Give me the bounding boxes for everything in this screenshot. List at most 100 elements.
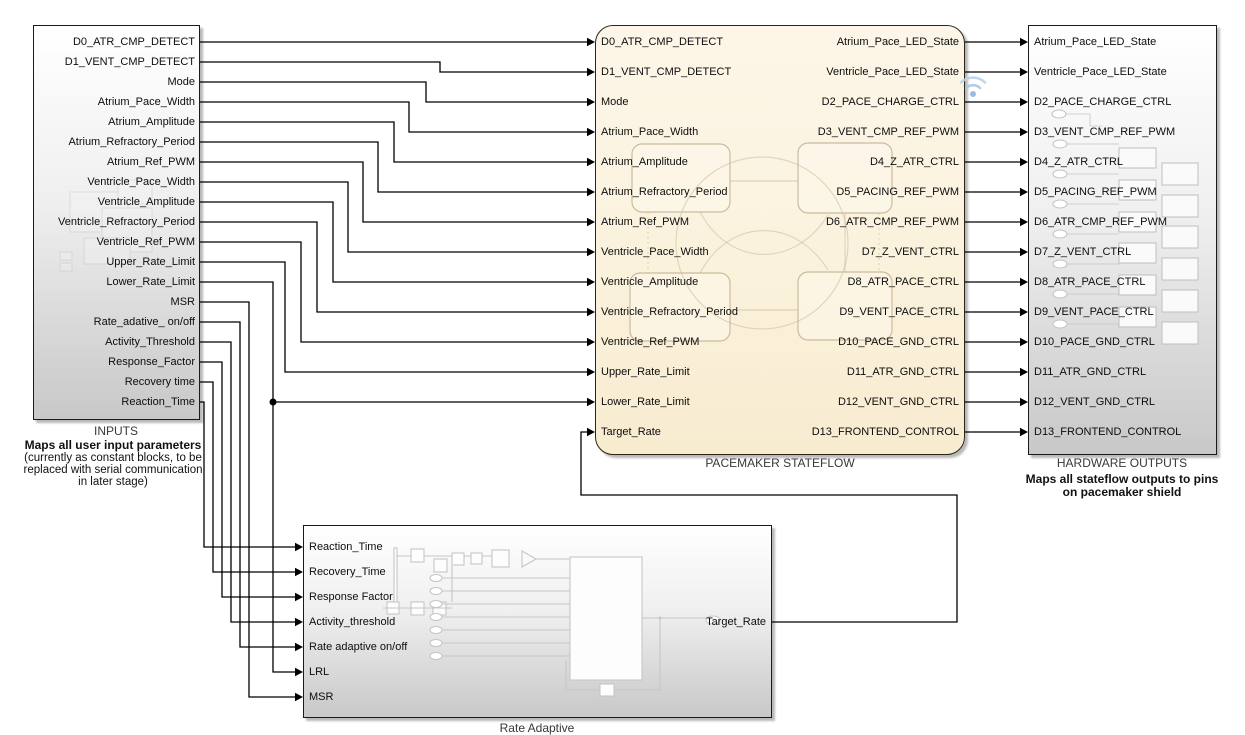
inputs-subsystem-block[interactable] <box>33 25 200 420</box>
signal-wire[interactable] <box>200 61 595 77</box>
rate-adaptive-in-port-label: Recovery_Time <box>309 566 386 578</box>
signal-wire[interactable] <box>200 181 595 257</box>
stateflow-out-port-label: D4_Z_ATR_CTRL <box>869 156 959 168</box>
signal-wire[interactable] <box>965 307 1028 317</box>
signal-wire[interactable] <box>200 361 303 602</box>
pacemaker-stateflow-chart-block[interactable] <box>595 25 965 455</box>
stateflow-out-port-label: Atrium_Pace_LED_State <box>836 36 959 48</box>
wire-arrowhead <box>1020 37 1028 47</box>
stateflow-block-caption[interactable]: PACEMAKER STATEFLOW <box>705 456 855 470</box>
wire-arrowhead <box>295 542 303 552</box>
inputs-annotation-line: (currently as constant blocks, to be <box>24 452 202 464</box>
signal-wire[interactable] <box>965 217 1028 227</box>
stateflow-out-port-label: D11_ATR_GND_CTRL <box>846 366 959 378</box>
signal-wire[interactable] <box>200 141 595 197</box>
stateflow-out-port-label: D5_PACING_REF_PWM <box>836 186 959 198</box>
signal-wire[interactable] <box>965 187 1028 197</box>
signal-wire-target-rate[interactable] <box>580 427 958 623</box>
signal-wire[interactable] <box>965 337 1028 347</box>
stateflow-in-port-label: Mode <box>601 96 629 108</box>
rate-adaptive-block-caption[interactable]: Rate Adaptive <box>499 721 575 735</box>
signal-wire[interactable] <box>965 427 1028 437</box>
hardware-block-caption[interactable]: HARDWARE OUTPUTS <box>1056 456 1188 470</box>
signal-wire[interactable] <box>200 201 595 287</box>
signal-wire[interactable] <box>965 397 1028 407</box>
signal-wire[interactable] <box>200 161 595 227</box>
wire-arrowhead <box>587 37 595 47</box>
signal-wire[interactable] <box>200 401 303 552</box>
signal-logging-wifi-icon[interactable] <box>959 76 987 97</box>
signal-wire[interactable] <box>200 121 595 167</box>
signal-wire[interactable] <box>200 81 595 107</box>
inputs-out-port-label: Activity_Threshold <box>105 336 195 348</box>
rate-adaptive-in-port-label: Reaction_Time <box>309 541 383 553</box>
hardware-in-port-label: D11_ATR_GND_CTRL <box>1034 366 1147 378</box>
hardware-in-port-label: D12_VENT_GND_CTRL <box>1034 396 1156 408</box>
wire-arrowhead <box>295 567 303 577</box>
inputs-block-caption[interactable]: INPUTS <box>93 424 139 438</box>
wire-arrowhead <box>587 397 595 407</box>
signal-wire[interactable] <box>200 381 303 577</box>
signal-wire-lower-rate-limit[interactable] <box>200 281 595 677</box>
wire-arrowhead <box>587 307 595 317</box>
stateflow-in-port-label: Atrium_Amplitude <box>601 156 688 168</box>
wire-arrowhead <box>1020 277 1028 287</box>
wire-arrowhead <box>587 67 595 77</box>
hardware-annotation-line: Maps all stateflow outputs to pins <box>1025 472 1219 486</box>
rate-adaptive-out-port-label: Target_Rate <box>706 616 766 628</box>
wire-arrowhead <box>295 692 303 702</box>
wire-arrowhead <box>587 367 595 377</box>
hardware-in-port-label: Ventricle_Pace_LED_State <box>1034 66 1167 78</box>
signal-wire[interactable] <box>200 221 595 317</box>
inputs-out-port-label: Upper_Rate_Limit <box>106 256 195 268</box>
inputs-annotation-line: replaced with serial communication <box>23 464 203 476</box>
signal-wire[interactable] <box>965 127 1028 137</box>
signal-wire[interactable] <box>965 157 1028 167</box>
stateflow-out-port-label: D3_VENT_CMP_REF_PWM <box>817 126 959 138</box>
wire-arrowhead <box>295 642 303 652</box>
wire-arrowhead <box>1020 397 1028 407</box>
hardware-in-port-label: D13_FRONTEND_CONTROL <box>1034 426 1182 438</box>
signal-wire[interactable] <box>200 241 595 347</box>
signal-wire[interactable] <box>965 37 1028 47</box>
inputs-out-port-label: Recovery time <box>124 376 195 388</box>
inputs-out-port-label: Ventricle_Refractory_Period <box>58 216 195 228</box>
wire-arrowhead <box>1020 97 1028 107</box>
hardware-in-port-label: D3_VENT_CMP_REF_PWM <box>1034 126 1176 138</box>
signal-wire[interactable] <box>200 301 303 702</box>
signal-wire[interactable] <box>200 101 595 137</box>
wire-arrowhead <box>1020 217 1028 227</box>
signal-wire[interactable] <box>965 277 1028 287</box>
hardware-annotation[interactable]: Maps all stateflow outputs to pins on pa… <box>992 473 1245 499</box>
wire-arrowhead <box>587 127 595 137</box>
inputs-annotation[interactable]: Maps all user input parameters (currentl… <box>0 439 243 489</box>
signal-wire[interactable] <box>200 321 303 652</box>
stateflow-out-port-label: D2_PACE_CHARGE_CTRL <box>821 96 959 108</box>
signal-wire[interactable] <box>965 367 1028 377</box>
signal-wire[interactable] <box>200 341 303 627</box>
signal-wire[interactable] <box>200 261 595 377</box>
signal-wire[interactable] <box>965 67 1028 77</box>
wire-arrowhead <box>1020 127 1028 137</box>
hardware-in-port-label: D10_PACE_GND_CTRL <box>1034 336 1155 348</box>
hardware-in-port-label: D2_PACE_CHARGE_CTRL <box>1034 96 1172 108</box>
inputs-out-port-label: D1_VENT_CMP_DETECT <box>64 56 195 68</box>
signal-wire[interactable] <box>965 97 1028 107</box>
stateflow-in-port-label: Ventricle_Pace_Width <box>601 246 709 258</box>
stateflow-in-port-label: Target_Rate <box>601 426 661 438</box>
rate-adaptive-in-port-label: Response Factor <box>309 591 393 603</box>
inputs-out-port-label: Ventricle_Pace_Width <box>87 176 195 188</box>
inputs-out-port-label: Ventricle_Ref_PWM <box>96 236 195 248</box>
wire-arrowhead <box>295 592 303 602</box>
signal-wire[interactable] <box>965 247 1028 257</box>
rate-adaptive-in-port-label: Activity_threshold <box>309 616 396 628</box>
stateflow-out-port-label: D10_PACE_GND_CTRL <box>838 336 959 348</box>
hardware-in-port-label: Atrium_Pace_LED_State <box>1034 36 1157 48</box>
hardware-outputs-subsystem-block[interactable] <box>1028 25 1217 455</box>
signal-wire[interactable] <box>200 37 595 47</box>
inputs-out-port-label: Reaction_Time <box>121 396 195 408</box>
wire-arrowhead <box>587 277 595 287</box>
wire-arrowhead <box>587 187 595 197</box>
wire-arrowhead <box>587 427 595 437</box>
